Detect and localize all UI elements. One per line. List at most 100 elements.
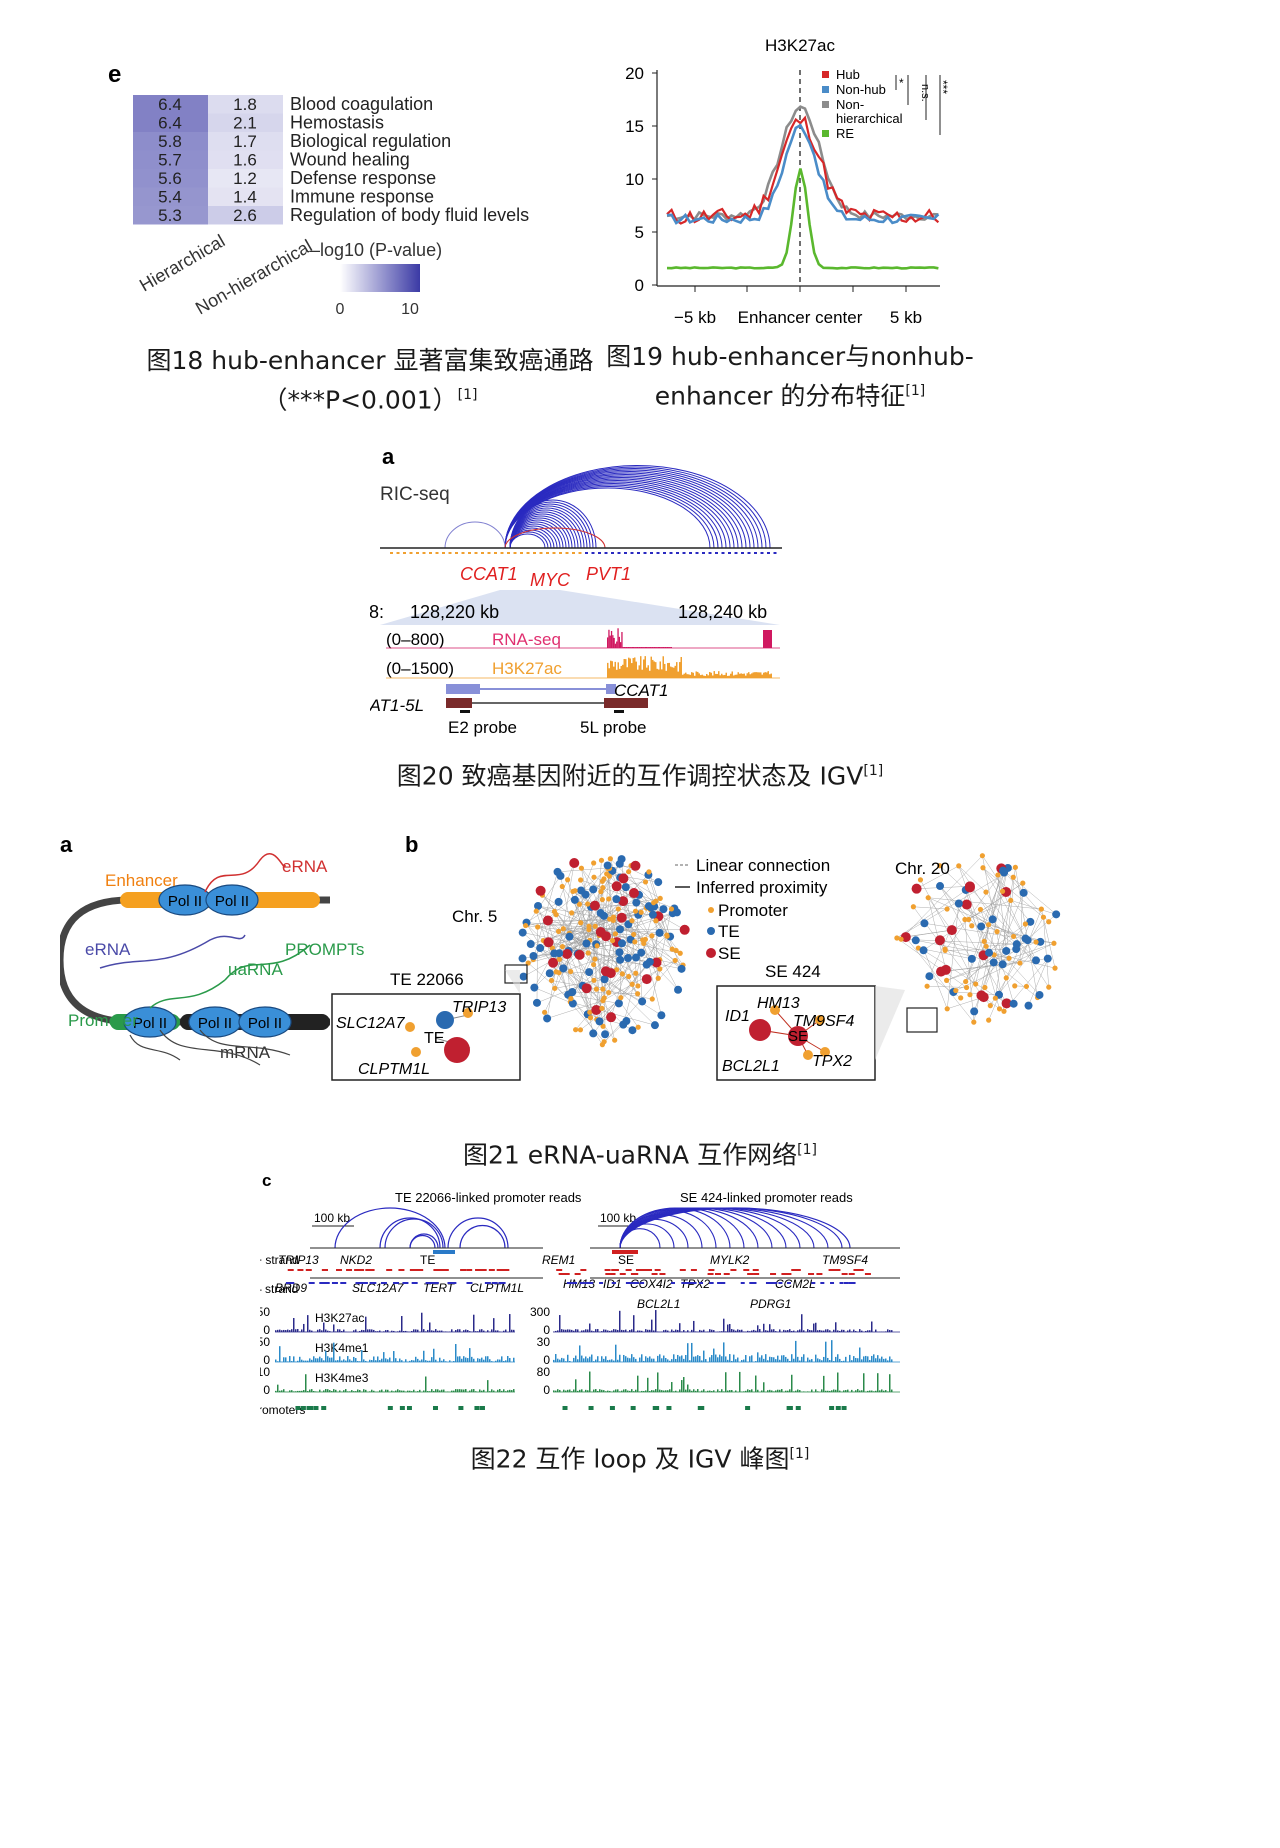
network-node — [673, 947, 679, 954]
network-node — [606, 873, 612, 879]
fig20-caption: 图20 致癌基因附近的互作调控状态及 IGV[1] — [340, 754, 940, 793]
network-node — [985, 922, 992, 928]
heatmap-cell — [133, 187, 208, 206]
network-node — [589, 900, 600, 911]
network-node — [1038, 906, 1044, 912]
network-node — [934, 935, 945, 946]
network-node — [554, 897, 563, 906]
promoter-label: Promoter — [68, 1011, 138, 1030]
term-label: Biological regulation — [290, 131, 451, 151]
network-node — [559, 964, 568, 973]
network-node — [983, 943, 989, 949]
network-node — [986, 1017, 992, 1023]
network-node — [1020, 880, 1026, 886]
network-node — [606, 990, 612, 996]
network-node — [920, 919, 929, 928]
network-node — [1021, 934, 1030, 943]
track-max: 300 — [530, 1305, 550, 1319]
network-chr20 — [894, 853, 1061, 1033]
gene-label: SE — [618, 1253, 634, 1267]
cell-value: 1.7 — [233, 132, 257, 151]
network-node — [1001, 1008, 1007, 1014]
network-node — [533, 908, 539, 914]
network-node — [940, 964, 951, 975]
zoom-wedge — [380, 590, 780, 625]
network-node — [529, 952, 538, 961]
network-node — [599, 878, 606, 884]
caption-ref: [1] — [863, 763, 884, 779]
network-node — [638, 909, 644, 915]
network-node — [1009, 999, 1018, 1008]
network-node — [615, 906, 621, 912]
ytick: 0 — [635, 276, 644, 295]
sig-ns: n.s. — [919, 84, 931, 102]
network-node — [568, 996, 574, 1002]
network-node — [1032, 956, 1041, 965]
network-node — [600, 998, 606, 1004]
network-node — [605, 968, 616, 979]
panel-letter: a — [382, 444, 395, 469]
network-node — [655, 975, 661, 981]
network-node — [581, 983, 592, 994]
rna-range: (0–800) — [386, 630, 445, 649]
legend-promoter: Promoter — [718, 901, 788, 920]
network-node — [924, 983, 930, 989]
network-node — [657, 895, 663, 902]
legend-title: –log10 (P-value) — [310, 240, 442, 260]
network-node — [612, 895, 621, 904]
series-re — [666, 168, 939, 270]
scale-right: 100 kb — [600, 1211, 636, 1225]
network-node — [553, 912, 559, 918]
gene-label: TERT — [423, 1281, 456, 1295]
fig19-caption: 图19 hub-enhancer与nonhub- enhancer 的分布特征[… — [600, 340, 980, 413]
network-node — [573, 1027, 579, 1033]
network-node — [599, 911, 608, 920]
network-node — [542, 1009, 548, 1015]
plus-strand-label: + strand — [260, 1253, 299, 1267]
network-node — [925, 895, 931, 901]
chrom: Chr8: — [370, 602, 384, 622]
gene-label: NKD2 — [340, 1253, 372, 1267]
network-node — [560, 926, 566, 932]
network-node — [649, 996, 655, 1002]
cell-value: 6.4 — [158, 95, 182, 114]
caption-text: 图20 致癌基因附近的互作调控状态及 IGV — [396, 761, 864, 791]
network-node — [591, 860, 597, 866]
network-node — [967, 992, 973, 998]
network-node — [944, 977, 950, 983]
gene-label: BCL2L1 — [637, 1297, 680, 1311]
network-node — [526, 940, 535, 949]
ytick: 15 — [625, 117, 644, 136]
network-node — [518, 928, 527, 937]
fig20-ricseq-igv: a RIC-seq CCAT1 MYC PVT1 Chr8: 128,220 k… — [340, 444, 782, 737]
network-node — [618, 995, 624, 1001]
network-node — [635, 983, 641, 989]
network-node — [971, 1019, 977, 1025]
network-node — [592, 923, 598, 929]
network-node — [962, 916, 968, 923]
fig20-ricseq-figure: a RIC-seq CCAT1 MYC PVT1 Chr8: 128,220 k… — [340, 440, 930, 760]
network-node — [1017, 960, 1023, 966]
network-node — [569, 910, 575, 916]
cell-value: 2.6 — [233, 206, 257, 225]
gene-label: HM13 — [563, 1277, 595, 1291]
coord2: 128,240 kb — [678, 602, 767, 622]
caption-text: 图21 eRNA-uaRNA 互作网络 — [463, 1140, 798, 1170]
network-node — [543, 1014, 552, 1023]
network-node — [600, 986, 606, 992]
network-node — [578, 877, 584, 883]
network-node — [569, 857, 580, 868]
network-node — [618, 939, 627, 948]
network-node — [535, 924, 541, 930]
network-node — [894, 935, 900, 941]
network-node — [631, 953, 640, 962]
legend-nonhier-2: hierarchical — [836, 111, 903, 126]
network-node — [642, 879, 649, 885]
network-node — [983, 889, 989, 895]
network-node — [585, 968, 594, 977]
network-node — [616, 912, 627, 923]
network-node — [994, 929, 1000, 935]
network-node — [576, 901, 583, 907]
series-hub — [666, 115, 940, 225]
